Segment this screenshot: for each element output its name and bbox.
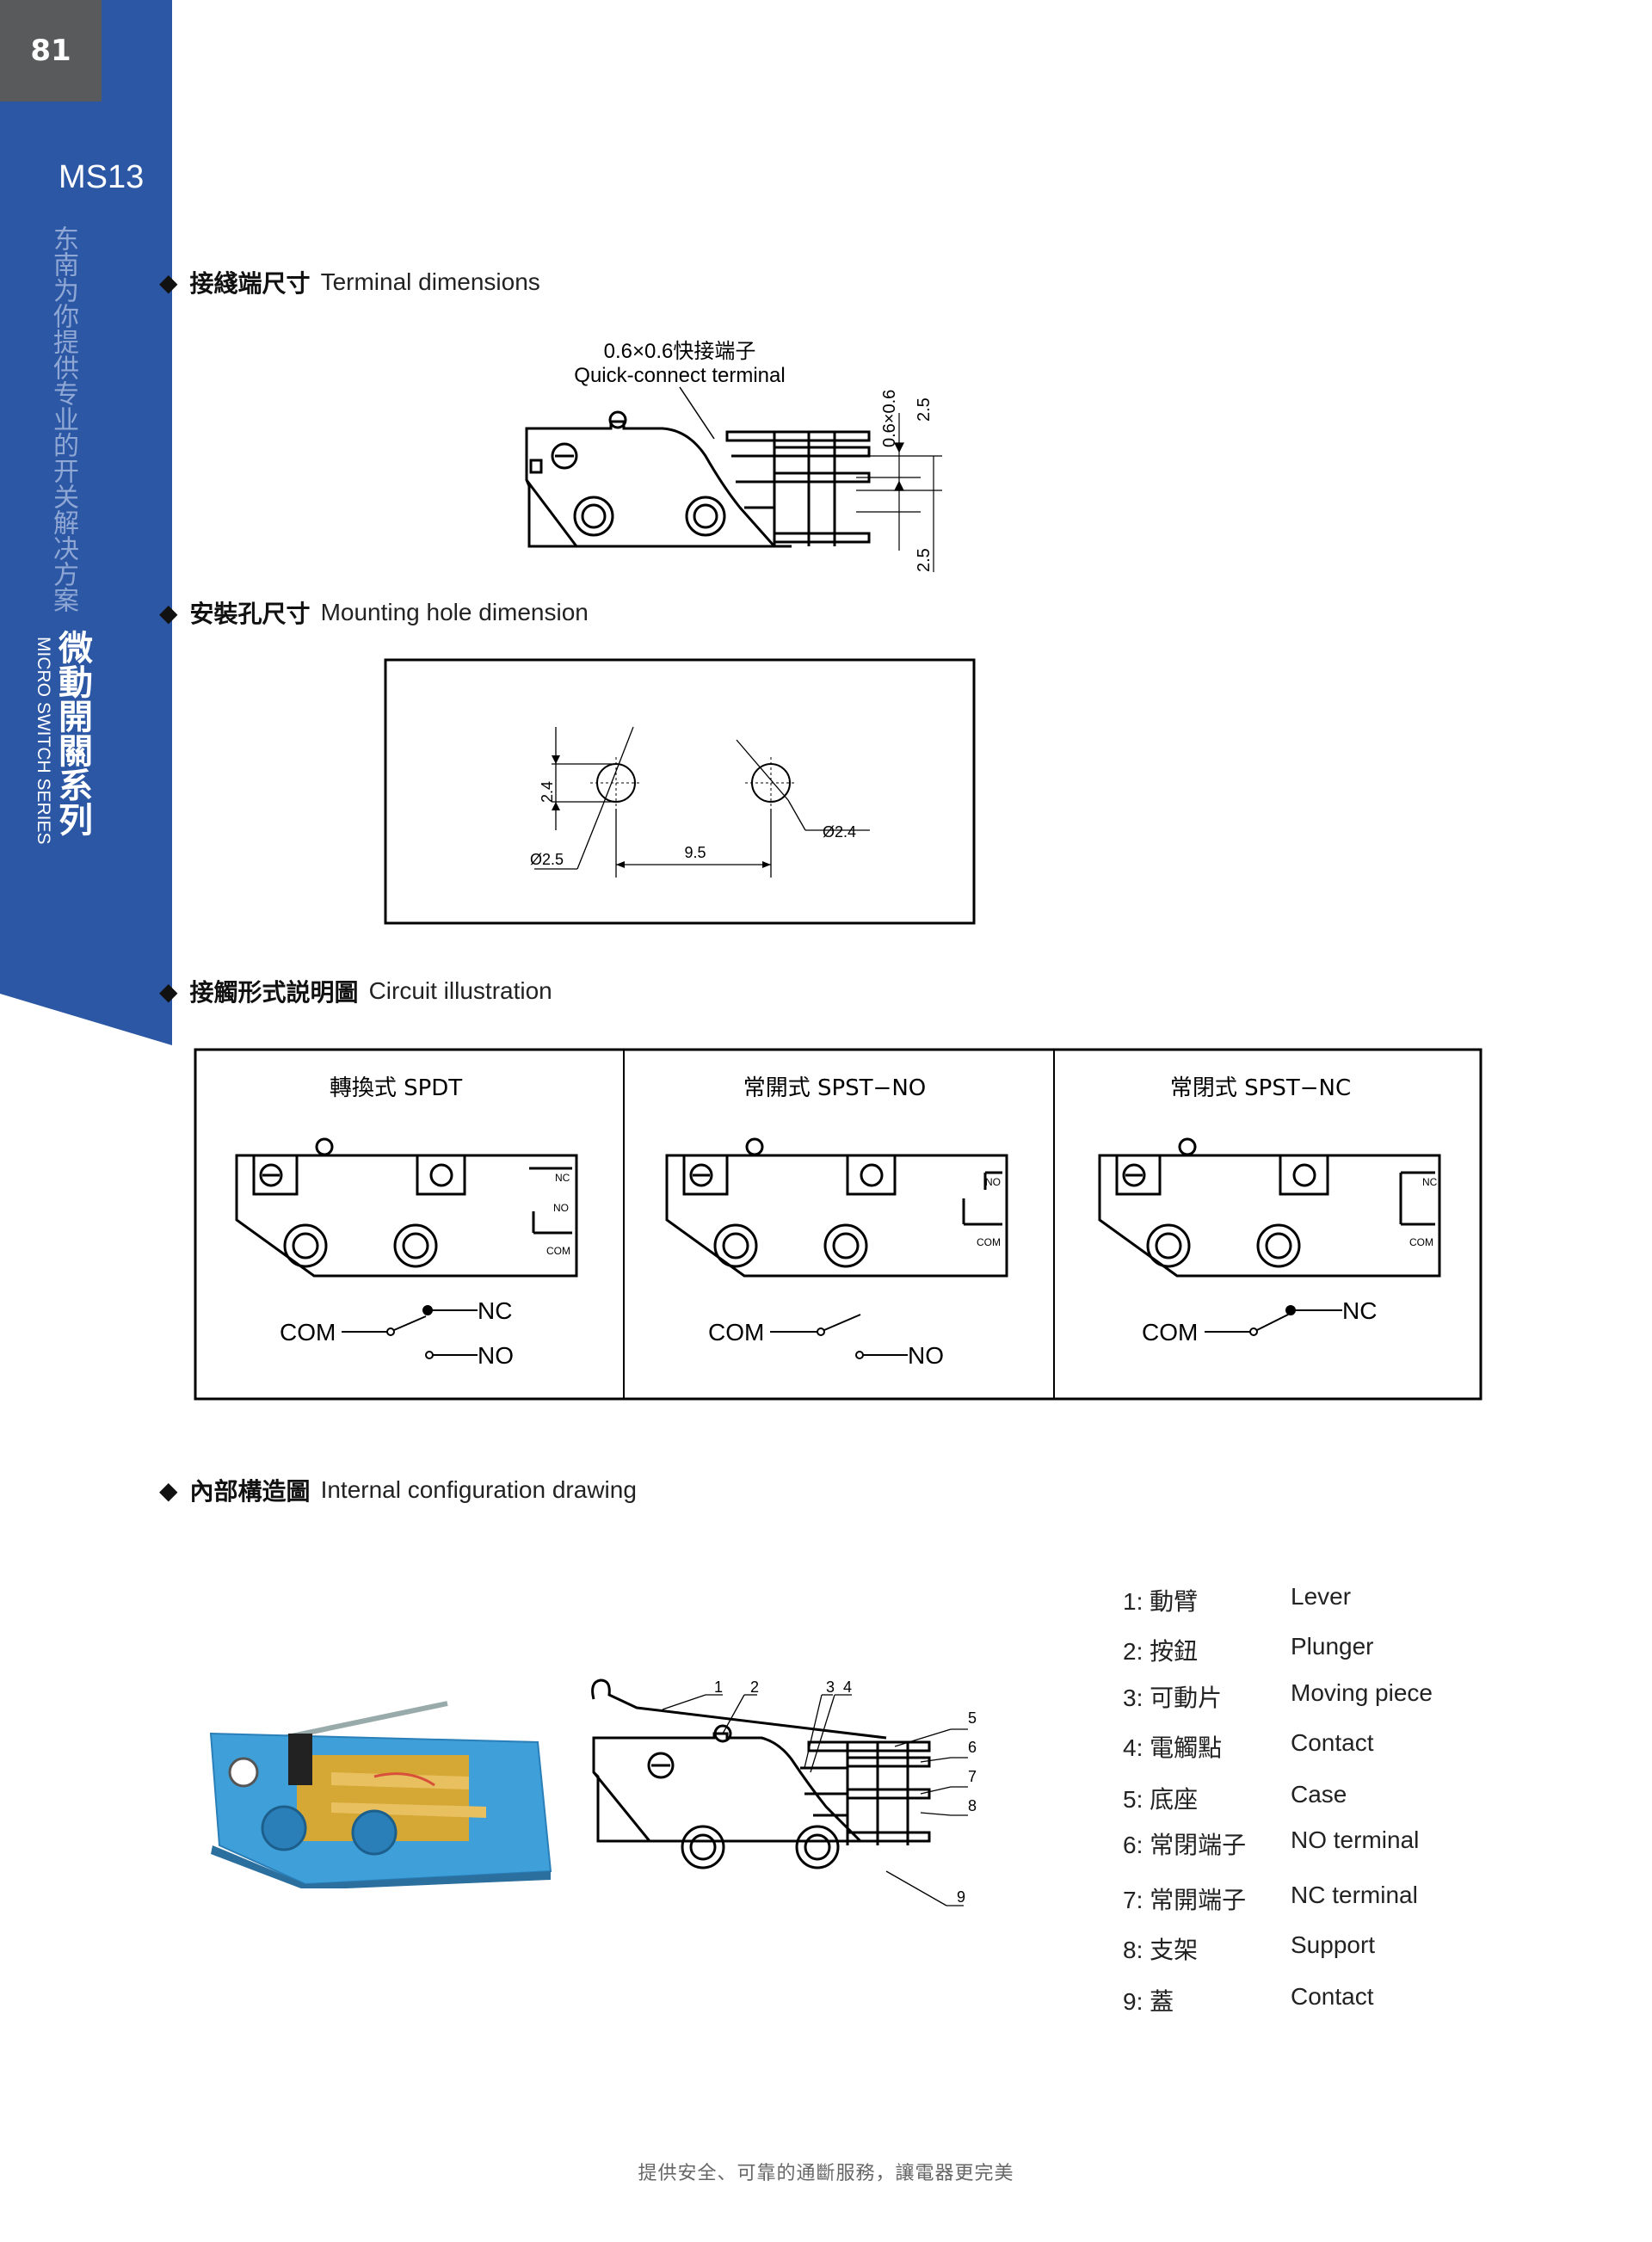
- circuit-panel-spst-no: 常開式 SPST−NO NO COM COM NO: [665, 1075, 1008, 1369]
- section-title-mounting: ◆ 安裝孔尺寸 Mounting hole dimension: [159, 595, 589, 630]
- circuit-title: 常閉式 SPST−NC: [1170, 1075, 1351, 1101]
- sidebar-series-en: MICRO SWITCH SERIES: [34, 637, 53, 845]
- legend-row: 4: 電觸點 Contact: [1123, 1729, 1553, 1764]
- section-title-internal: ◆ 內部構造圖 Internal configuration drawing: [159, 1473, 637, 1507]
- terminal-tag: NO: [553, 1202, 569, 1214]
- legend-row: 6: 常閉端子 NO terminal: [1123, 1826, 1553, 1861]
- leader-line: [679, 386, 715, 440]
- section-title-cn: 安裝孔尺寸: [189, 600, 311, 628]
- circuit-panel-spst-nc: 常閉式 SPST−NC NC COM COM NC: [1098, 1075, 1441, 1346]
- dim-hole-right: Ø2.4: [823, 823, 856, 841]
- legend-row: 9: 蓋 Contact: [1123, 1983, 1553, 2017]
- legend-num: 8: 支架: [1123, 1937, 1199, 1963]
- section-title-cn: 內部構造圖: [189, 1477, 311, 1506]
- legend-row: 2: 按鈕 Plunger: [1123, 1633, 1553, 1667]
- page-number: 81: [0, 0, 102, 102]
- circuit-title: 常開式 SPST−NO: [743, 1075, 927, 1101]
- mounting-hole-drawing: 2.4 Ø2.5 Ø2.4 9.5: [384, 658, 976, 925]
- circuit-title: 轉換式 SPDT: [330, 1075, 462, 1101]
- legend-num: 7: 常開端子: [1123, 1887, 1247, 1913]
- callout-1: 1: [714, 1678, 723, 1696]
- section-title-circuit: ◆ 接觸形式説明圖 Circuit illustration: [159, 974, 552, 1008]
- callout-9: 9: [957, 1888, 965, 1906]
- dim-pitch-top: 2.5: [915, 397, 934, 422]
- callout-5: 5: [968, 1709, 977, 1727]
- dim-pitch-bottom: 2.5: [915, 548, 934, 572]
- terminal-tag: NO: [985, 1176, 1001, 1188]
- dim-spacing: 9.5: [684, 844, 706, 861]
- sidebar-band: [0, 0, 172, 1045]
- diamond-bullet-icon: ◆: [159, 976, 178, 1006]
- switch-housing: [525, 420, 792, 548]
- legend-num: 4: 電觸點: [1123, 1734, 1223, 1761]
- section-title-en: Circuit illustration: [368, 977, 552, 1004]
- legend-num: 6: 常閉端子: [1123, 1832, 1247, 1858]
- legend-en: Support: [1291, 1931, 1376, 1958]
- terminal-label-en: Quick-connect terminal: [574, 364, 785, 387]
- plunger: [608, 410, 627, 429]
- circuit-no-label: NO: [478, 1342, 514, 1369]
- legend-en: Moving piece: [1291, 1679, 1433, 1706]
- section-title-cn: 接綫端尺寸: [189, 269, 311, 298]
- switch-3d-render: [209, 1701, 552, 1888]
- terminal-tag: COM: [977, 1236, 1001, 1248]
- dim-terminal-size: 0.6×0.6: [880, 390, 899, 447]
- dim-height: 2.4: [539, 781, 556, 803]
- legend-en: Case: [1291, 1781, 1347, 1808]
- legend-en: Contact: [1291, 1729, 1374, 1756]
- legend-en: Lever: [1291, 1583, 1352, 1610]
- callout-2: 2: [750, 1678, 759, 1696]
- circuit-panel-spdt: 轉換式 SPDT NC NO COM COM NC NO: [235, 1075, 578, 1369]
- circuit-nc-label: NC: [478, 1297, 512, 1324]
- terminal-tag: COM: [1409, 1236, 1433, 1248]
- callout-7: 7: [968, 1768, 977, 1785]
- legend-row: 1: 動臂 Lever: [1123, 1583, 1553, 1617]
- section-title-en: Terminal dimensions: [320, 268, 540, 295]
- circuit-com-label: COM: [708, 1319, 764, 1346]
- sidebar-series-cn: 微動開關系列: [52, 630, 92, 836]
- switch-case: [592, 1732, 864, 1843]
- legend-num: 1: 動臂: [1123, 1588, 1199, 1615]
- legend-en: NO terminal: [1291, 1826, 1420, 1853]
- legend-en: Contact: [1291, 1983, 1374, 2010]
- legend-num: 3: 可動片: [1123, 1685, 1223, 1711]
- dim-hole-left: Ø2.5: [530, 851, 564, 868]
- terminal-label-cn: 0.6×0.6快接端子: [604, 340, 756, 363]
- legend-row: 3: 可動片 Moving piece: [1123, 1679, 1553, 1714]
- legend-en: NC terminal: [1291, 1882, 1418, 1908]
- terminal-tag: COM: [546, 1245, 570, 1257]
- diamond-bullet-icon: ◆: [159, 598, 178, 627]
- circuit-nc-label: NC: [1342, 1297, 1377, 1324]
- lever: [591, 1678, 887, 1740]
- model-name: MS13: [59, 159, 145, 195]
- circuit-illustration-table: 轉換式 SPDT NC NO COM COM NC NO 常開式 SPST−NO: [194, 1048, 1482, 1401]
- callout-8: 8: [968, 1797, 977, 1814]
- mounting-frame: [384, 658, 976, 925]
- section-title-en: Internal configuration drawing: [320, 1476, 637, 1503]
- internal-configuration-drawing: 1 2 3 4 5 6 7 8 9: [591, 1678, 977, 1906]
- sidebar-slogan: 东南为你提供专业的开关解决方案: [48, 225, 78, 613]
- legend-num: 2: 按鈕: [1123, 1638, 1199, 1665]
- terminal-tag: NC: [1422, 1176, 1438, 1188]
- circuit-com-label: COM: [280, 1319, 336, 1346]
- page-footer: 提供安全、可靠的通斷服務，讓電器更完美: [638, 2163, 1014, 2184]
- legend-row: 8: 支架 Support: [1123, 1931, 1553, 1966]
- callout-4: 4: [843, 1678, 852, 1696]
- section-title-cn: 接觸形式説明圖: [189, 978, 359, 1007]
- circuit-no-label: NO: [908, 1342, 944, 1369]
- terminal-dimension-drawing: 0.6×0.6快接端子 Quick-connect terminal: [525, 340, 942, 572]
- section-title-en: Mounting hole dimension: [320, 599, 589, 625]
- section-title-terminal: ◆ 接綫端尺寸 Terminal dimensions: [159, 265, 540, 299]
- diamond-bullet-icon: ◆: [159, 1475, 178, 1505]
- callout-6: 6: [968, 1739, 977, 1756]
- legend-en: Plunger: [1291, 1633, 1374, 1660]
- circuit-com-label: COM: [1142, 1319, 1198, 1346]
- legend-row: 7: 常開端子 NC terminal: [1123, 1882, 1553, 1916]
- legend-num: 5: 底座: [1123, 1786, 1199, 1813]
- terminal-tag: NC: [555, 1172, 570, 1184]
- legend-row: 5: 底座 Case: [1123, 1781, 1553, 1815]
- callout-3: 3: [826, 1678, 835, 1696]
- diamond-bullet-icon: ◆: [159, 268, 178, 297]
- legend-num: 9: 蓋: [1123, 1988, 1174, 2015]
